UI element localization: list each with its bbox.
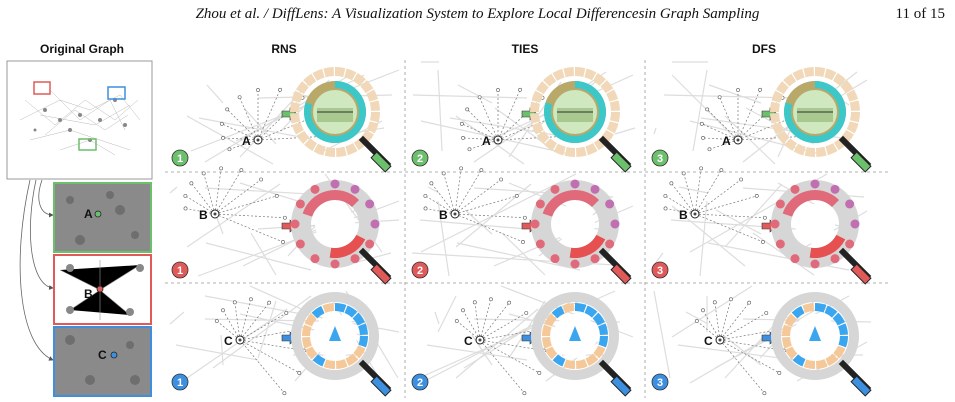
node-label-c: C [464, 334, 473, 348]
rank-badge [171, 149, 189, 167]
rank-badge [651, 373, 669, 391]
cell-r3-c3: C3 [651, 285, 872, 397]
original-graph-overview [6, 60, 153, 180]
difference-glyph [290, 67, 392, 173]
rank-badge [651, 261, 669, 279]
node-label-a: A [242, 134, 251, 148]
difference-glyph [530, 179, 632, 285]
difference-glyph [531, 291, 632, 397]
cell-r3-c1: C1 [169, 285, 400, 397]
difference-glyph [291, 292, 392, 397]
cell-r1-c3: A3 [651, 61, 872, 173]
rank-badge [651, 149, 669, 167]
node-label-c: C [704, 334, 713, 348]
difference-glyph [770, 179, 872, 285]
rank-badge-label: 3 [657, 377, 663, 389]
rank-badge-label: 1 [177, 153, 183, 165]
cell-r2-c3: B3 [651, 166, 872, 285]
cell-r2-c1: B1 [169, 166, 400, 285]
column-label-original: Original Graph [39, 42, 124, 56]
rank-badge-label: 3 [657, 265, 663, 277]
node-label-b: B [84, 287, 93, 301]
rank-badge-label: 2 [417, 377, 423, 389]
rank-badge [171, 261, 189, 279]
node-label-c: C [98, 348, 107, 362]
rank-badge [171, 373, 189, 391]
page-header: Zhou et al. / DiffLens: A Visualization … [0, 4, 955, 24]
rank-badge-label: 2 [417, 153, 423, 165]
rank-badge-label: 2 [417, 265, 423, 277]
node-label-a: A [722, 134, 731, 148]
cell-r3-c2: C2 [411, 285, 634, 397]
node-label-c: C [224, 334, 233, 348]
rank-badge [411, 261, 429, 279]
zoom-panel-a: A [53, 182, 152, 253]
column-label-dfs: DFS [752, 42, 776, 56]
node-label-b: B [679, 208, 688, 222]
cell-r1-c2: A2 [411, 61, 636, 173]
difference-glyph [530, 67, 632, 173]
node-label-b: B [199, 208, 208, 222]
rank-badge [411, 373, 429, 391]
zoom-panel-c: C [53, 326, 152, 397]
difference-glyph [770, 67, 872, 173]
rank-badge [411, 149, 429, 167]
zoom-panel-b: B [53, 254, 152, 325]
paper-running-title: Zhou et al. / DiffLens: A Visualization … [195, 6, 760, 22]
rank-badge-label: 3 [657, 153, 663, 165]
column-label-rns: RNS [271, 42, 297, 56]
difference-glyph [770, 291, 872, 397]
cell-r2-c2: B2 [411, 166, 634, 285]
cell-r1-c1: A1 [171, 67, 400, 173]
node-label-a: A [482, 134, 491, 148]
node-label-b: B [439, 208, 448, 222]
rank-badge-label: 1 [177, 377, 183, 389]
difference-glyph [290, 179, 392, 285]
rank-badge-label: 1 [177, 265, 183, 277]
column-label-ties: TIES [511, 42, 539, 56]
node-label-a: A [84, 207, 93, 221]
page-number: 11 of 15 [895, 6, 945, 22]
